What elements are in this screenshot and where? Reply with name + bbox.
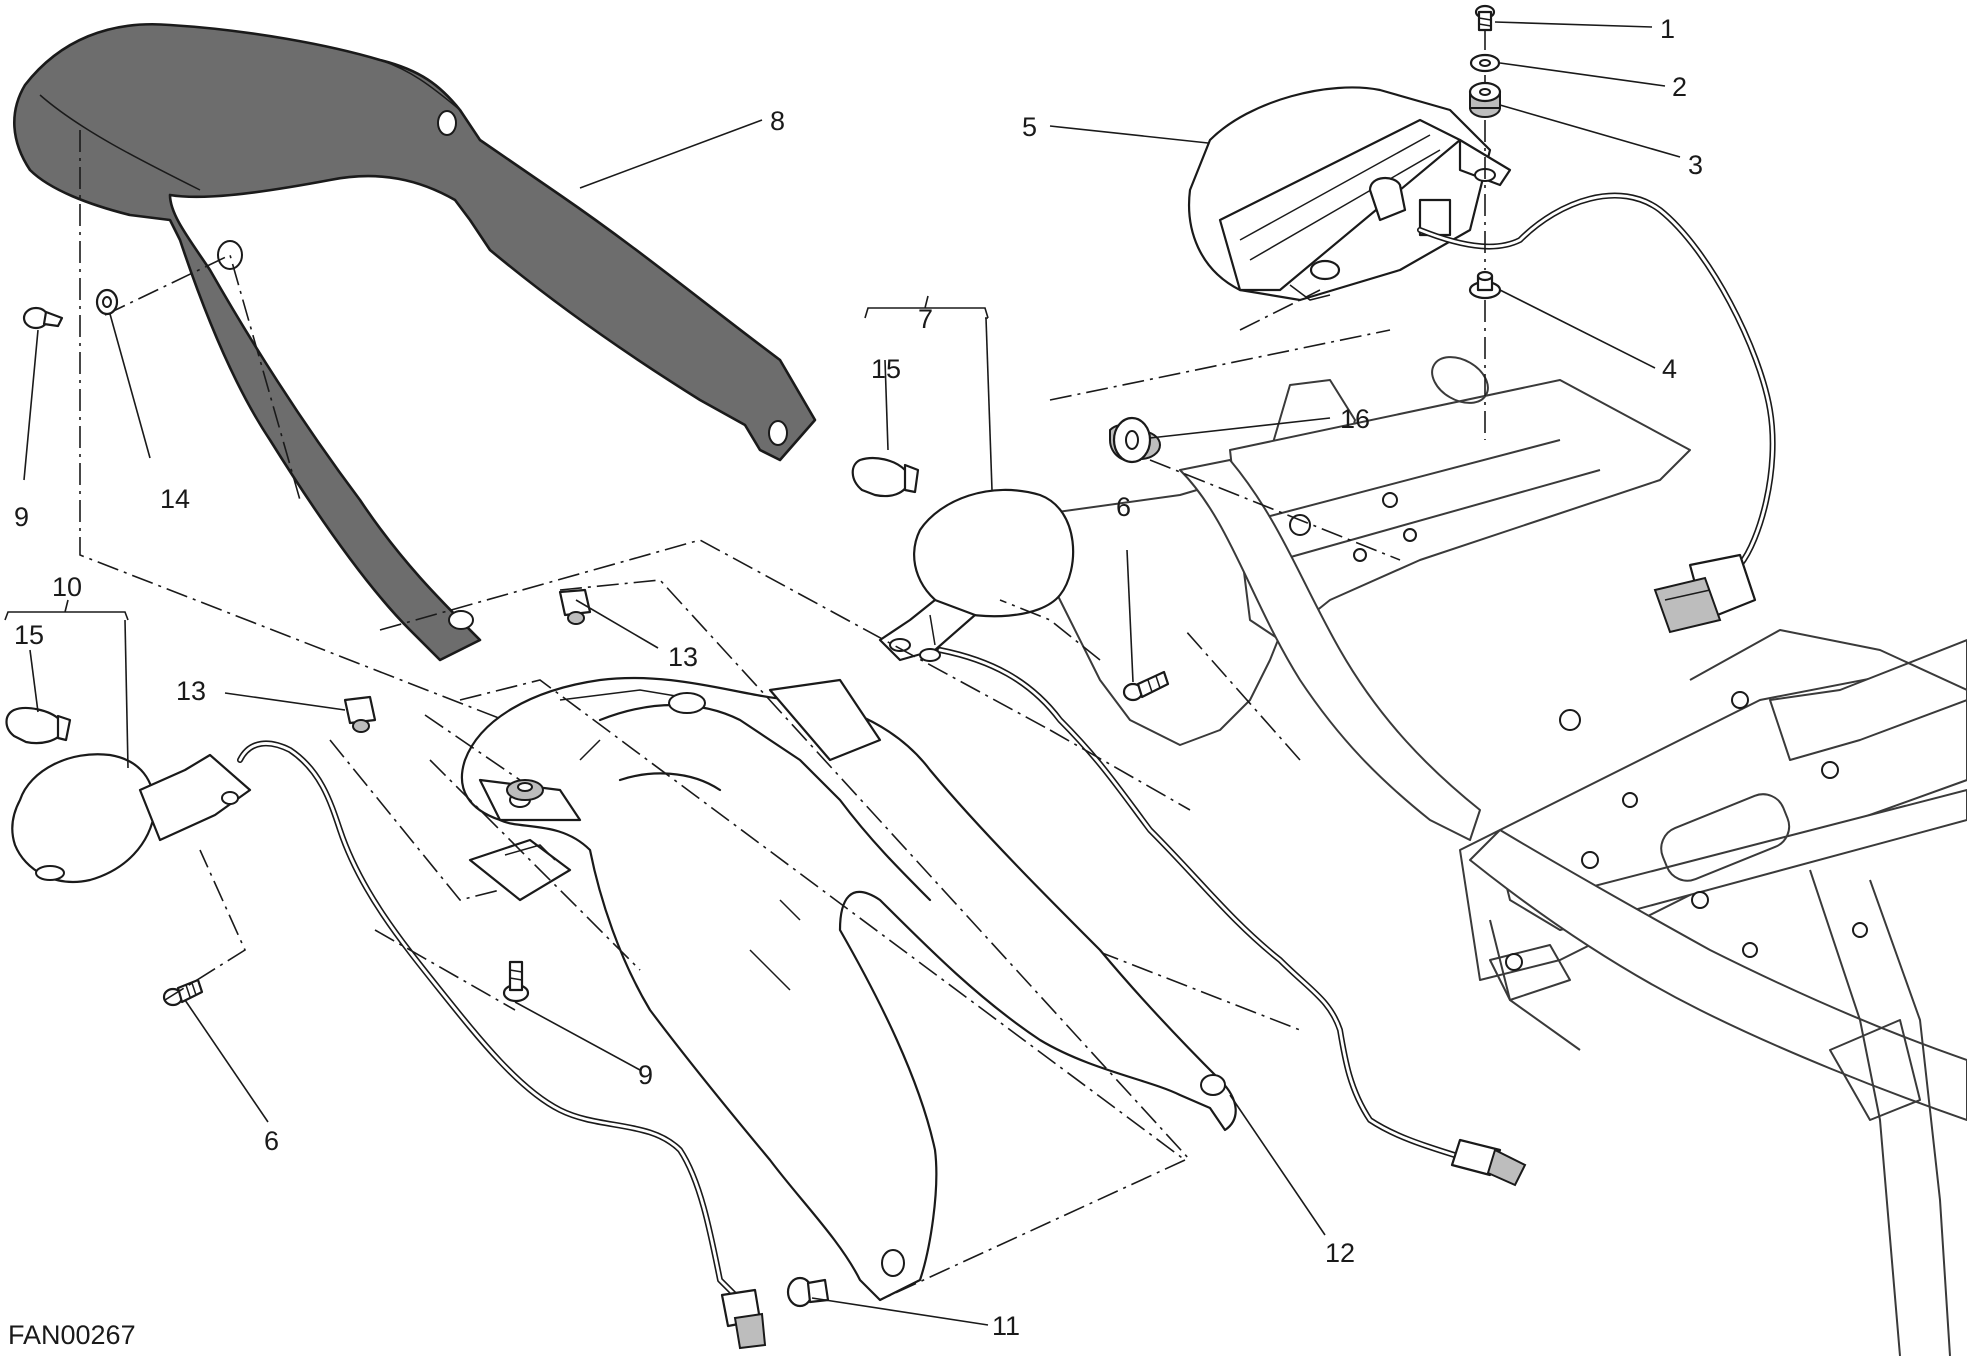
callout-15-right: 15 bbox=[871, 354, 901, 384]
callout-9-upper: 9 bbox=[14, 502, 29, 532]
turn-signal-right bbox=[878, 488, 1075, 662]
screw-6-left bbox=[162, 978, 204, 1007]
callout-16: 16 bbox=[1340, 404, 1370, 434]
cover-screw-9 bbox=[22, 306, 64, 330]
bulb-left bbox=[5, 706, 72, 745]
clip-nut-upper bbox=[558, 588, 592, 625]
callout-6-right: 6 bbox=[1116, 492, 1131, 522]
tail-light-screw bbox=[1474, 4, 1496, 32]
callout-12: 12 bbox=[1325, 1238, 1355, 1268]
screw-9-lower bbox=[502, 960, 530, 1003]
clip-nut-lower bbox=[343, 695, 377, 733]
callout-5: 5 bbox=[1022, 112, 1037, 142]
license-bracket bbox=[468, 779, 572, 902]
callout-11: 11 bbox=[992, 1311, 1020, 1341]
turn-signal-right-connector bbox=[1450, 1138, 1527, 1187]
bracket-group-10 bbox=[4, 599, 129, 621]
bulb-right bbox=[851, 456, 920, 498]
callout-7: 7 bbox=[918, 304, 933, 334]
callout-13-upper: 13 bbox=[668, 642, 698, 672]
leader-lines bbox=[23, 21, 1681, 1326]
callout-labels: 1 2 3 4 5 6 6 7 8 9 9 10 11 12 13 13 14 … bbox=[14, 14, 1703, 1341]
grommet-16 bbox=[1109, 416, 1161, 464]
drawing-code: FAN00267 bbox=[8, 1320, 136, 1350]
turn-signal-left-connector bbox=[720, 1288, 767, 1350]
callout-6-left: 6 bbox=[264, 1126, 279, 1156]
rear-undertray bbox=[460, 676, 1237, 1302]
screw-11 bbox=[786, 1276, 830, 1308]
rubber-grommet bbox=[1468, 81, 1502, 118]
screw-6-right bbox=[1122, 670, 1170, 702]
callout-8: 8 bbox=[770, 106, 785, 136]
tail-light-assembly bbox=[1188, 86, 1512, 302]
spacer-bushing bbox=[1468, 270, 1502, 300]
rear-subframe bbox=[999, 356, 1967, 1356]
callout-2: 2 bbox=[1672, 72, 1687, 102]
callout-9-lower: 9 bbox=[638, 1060, 653, 1090]
callout-10: 10 bbox=[52, 572, 82, 602]
washer-14 bbox=[95, 288, 119, 316]
tail-light-connector bbox=[1653, 553, 1757, 634]
turn-signal-left bbox=[11, 753, 252, 883]
callout-15-left: 15 bbox=[14, 620, 44, 650]
callout-13-lower: 13 bbox=[176, 676, 206, 706]
callout-3: 3 bbox=[1688, 150, 1703, 180]
callout-1: 1 bbox=[1660, 14, 1675, 44]
callout-14: 14 bbox=[160, 484, 190, 514]
callout-4: 4 bbox=[1662, 354, 1677, 384]
rear-cover bbox=[13, 23, 817, 662]
